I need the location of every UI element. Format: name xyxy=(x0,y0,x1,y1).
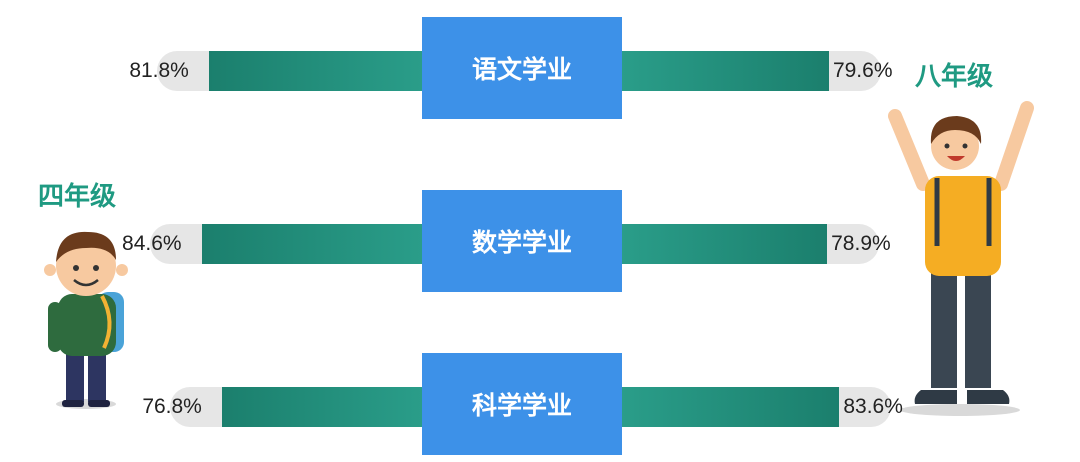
category-label-1: 数学学业 xyxy=(422,190,622,292)
category-label-0: 语文学业 xyxy=(422,17,622,119)
value-label-right-1: 78.9% xyxy=(831,232,891,255)
value-label-left-0: 81.8% xyxy=(129,59,189,82)
value-label-right-2: 83.6% xyxy=(843,395,903,418)
bar-right-2 xyxy=(622,387,840,427)
teen-student-icon xyxy=(888,101,1034,416)
legend-right-grade: 八年级 xyxy=(915,62,994,92)
value-label-left-2: 76.8% xyxy=(142,395,202,418)
child-student-icon xyxy=(44,231,128,409)
value-label-right-0: 79.6% xyxy=(832,59,893,82)
bar-left-1 xyxy=(202,224,422,264)
bar-right-1 xyxy=(622,224,828,264)
bar-left-2 xyxy=(222,387,422,427)
category-label-2: 科学学业 xyxy=(422,353,622,455)
legend-left-grade: 四年级 xyxy=(38,182,117,212)
bar-left-0 xyxy=(209,51,422,91)
value-label-left-1: 84.6% xyxy=(122,232,182,255)
bar-right-0 xyxy=(622,51,829,91)
